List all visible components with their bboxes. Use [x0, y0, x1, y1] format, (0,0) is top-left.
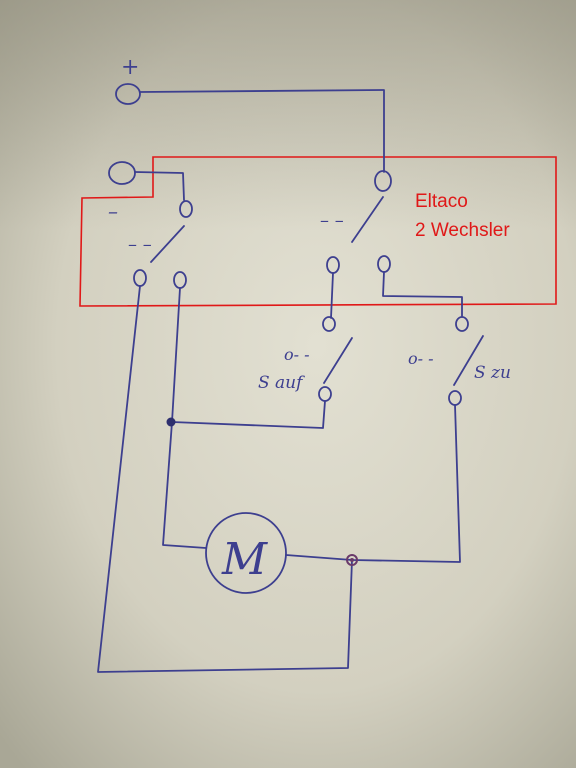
- wire-plus: [139, 89, 385, 173]
- wire-minus: [134, 171, 185, 201]
- s-auf-top-contact: [322, 316, 336, 332]
- annotation-line2: 2 Wechsler: [415, 220, 510, 241]
- relay-right-common: [374, 170, 392, 192]
- wire-relay-to-s-zu: [382, 271, 463, 317]
- relay-left-blade: [150, 225, 185, 263]
- annotation-line1: Eltaco: [415, 191, 468, 212]
- s-zu-label: S zu: [474, 363, 511, 383]
- s-zu-blade: [453, 335, 484, 386]
- plus-terminal: [115, 83, 141, 105]
- s-zu-contact-mark: o- -: [408, 349, 434, 368]
- s-auf-contact-mark: o- -: [284, 345, 310, 364]
- wire-s-auf-to-junction: [171, 400, 326, 429]
- s-auf-label: S auf: [258, 373, 305, 393]
- relay-left-mark: – –: [128, 234, 152, 255]
- relay-right-blade: [351, 196, 384, 243]
- junction-right-dot: [350, 558, 354, 562]
- junction-right: [346, 554, 358, 566]
- wire-relay-no-to-junction: [171, 287, 181, 423]
- motor-label: M: [221, 534, 268, 585]
- relay-left-common: [179, 200, 193, 218]
- wire-relay-to-s-auf: [330, 272, 334, 319]
- minus-label: –: [108, 199, 118, 223]
- relay-right-mark: – –: [320, 210, 344, 231]
- wire-junction-to-motor: [162, 421, 207, 549]
- motor-symbol: [205, 512, 287, 594]
- plus-label: +: [121, 55, 139, 80]
- wire-motor-to-s-zu: [285, 404, 461, 563]
- junction-left: [166, 417, 176, 427]
- s-auf-blade: [323, 337, 353, 384]
- wire-return-loop: [97, 285, 353, 673]
- minus-terminal: [108, 161, 136, 185]
- s-zu-top-contact: [455, 316, 469, 332]
- eltaco-box: [79, 156, 557, 307]
